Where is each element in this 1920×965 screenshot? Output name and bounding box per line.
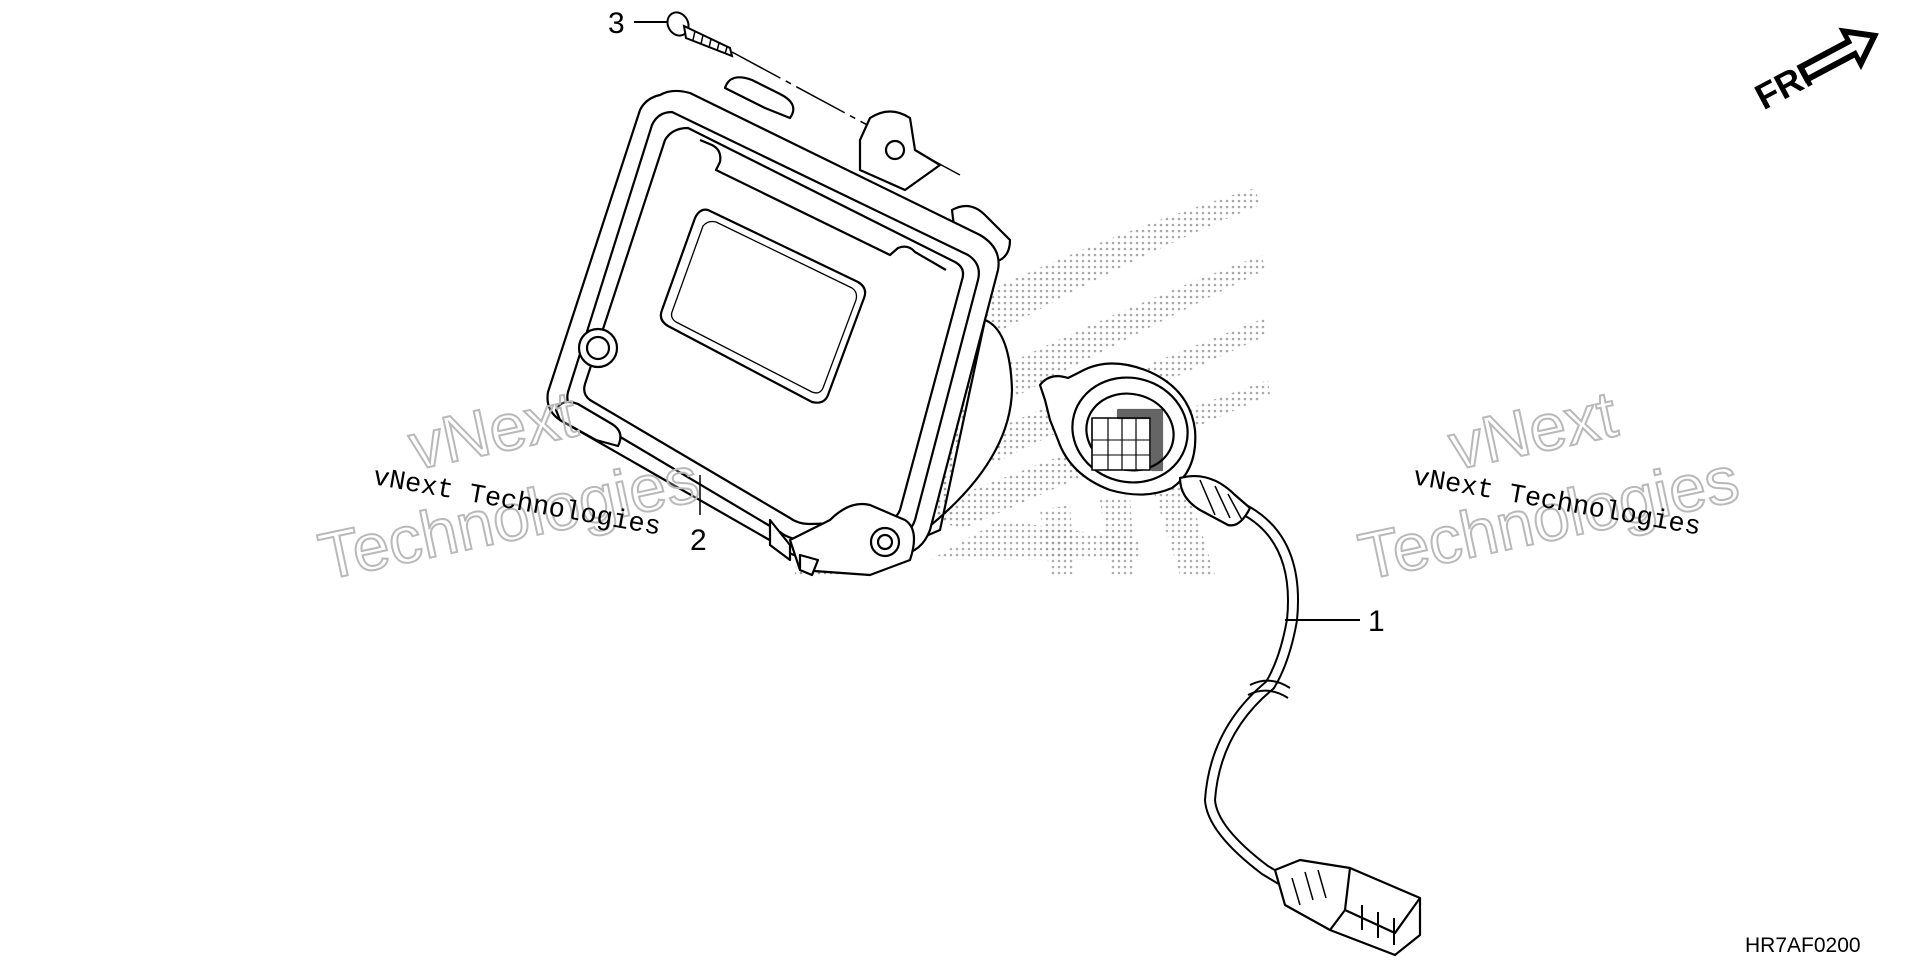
meter-assembly-part [546, 76, 1014, 577]
watermark-right: vNext Technologies vNext Technologies [1352, 375, 1746, 594]
callout-3: 3 [608, 7, 625, 40]
watermark-left-big-word-1: vNext [403, 376, 583, 483]
wire-harness-part [1038, 362, 1422, 957]
screw-part [666, 11, 734, 58]
callout-1: 1 [1368, 605, 1385, 638]
drawing-code-label: HR7AF0200 [1745, 934, 1861, 957]
screw-dashed-alignment-line [731, 51, 961, 176]
callout-2: 2 [690, 524, 707, 557]
front-direction-arrow: FR. [1748, 27, 1879, 118]
watermark-right-big-word-1: vNext [1443, 376, 1623, 483]
